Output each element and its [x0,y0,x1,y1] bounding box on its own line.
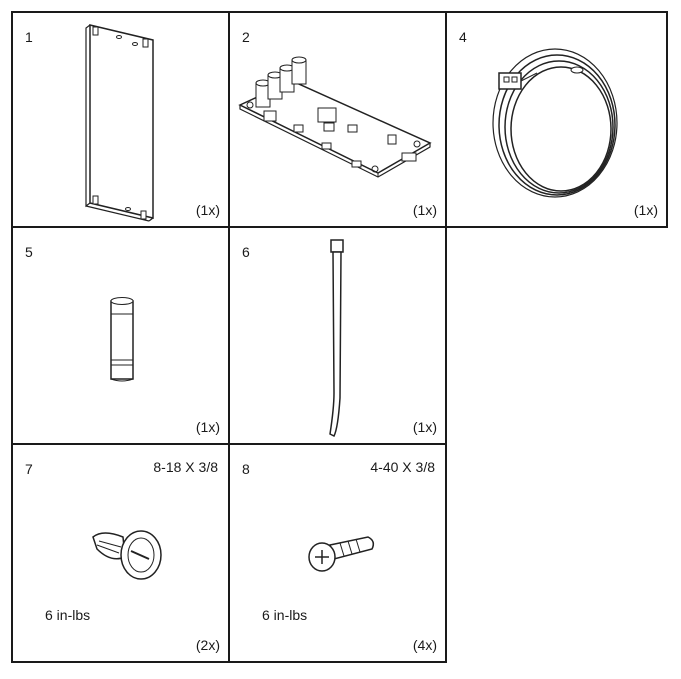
torque-spec: 6 in-lbs [262,607,308,623]
item-number: 7 [25,461,33,477]
mounting-plate-icon [13,13,228,226]
machine-screw-icon [230,445,445,661]
item-quantity: (1x) [633,202,658,218]
torque-spec: 6 in-lbs [45,607,91,623]
item-quantity: (1x) [195,202,220,218]
circuit-board-icon [230,13,445,226]
item-cell-4: 4 (1x) [445,11,668,228]
self-tapping-screw-icon [13,445,228,661]
item-number: 8 [242,461,250,477]
item-number: 5 [25,244,33,260]
item-cell-6: 6 (1x) [228,226,447,445]
cable-tie-icon [230,228,445,443]
item-cell-1: 1 (1x) [11,11,230,228]
fuse-icon [13,228,228,443]
item-cell-2: 2 (1x) [228,11,447,228]
item-quantity: (4x) [412,637,437,653]
item-quantity: (2x) [195,637,220,653]
item-number: 1 [25,29,33,45]
screw-spec: 8-18 X 3/8 [153,459,218,475]
item-cell-7: 7 8-18 X 3/8 6 in-lbs (2x) [11,443,230,663]
wire-harness-icon [447,13,666,226]
item-number: 6 [242,244,250,260]
item-number: 4 [459,29,467,45]
item-quantity: (1x) [412,202,437,218]
item-quantity: (1x) [195,419,220,435]
item-cell-5: 5 (1x) [11,226,230,445]
item-number: 2 [242,29,250,45]
item-quantity: (1x) [412,419,437,435]
screw-spec: 4-40 X 3/8 [370,459,435,475]
item-cell-8: 8 4-40 X 3/8 6 in-lbs (4x) [228,443,447,663]
